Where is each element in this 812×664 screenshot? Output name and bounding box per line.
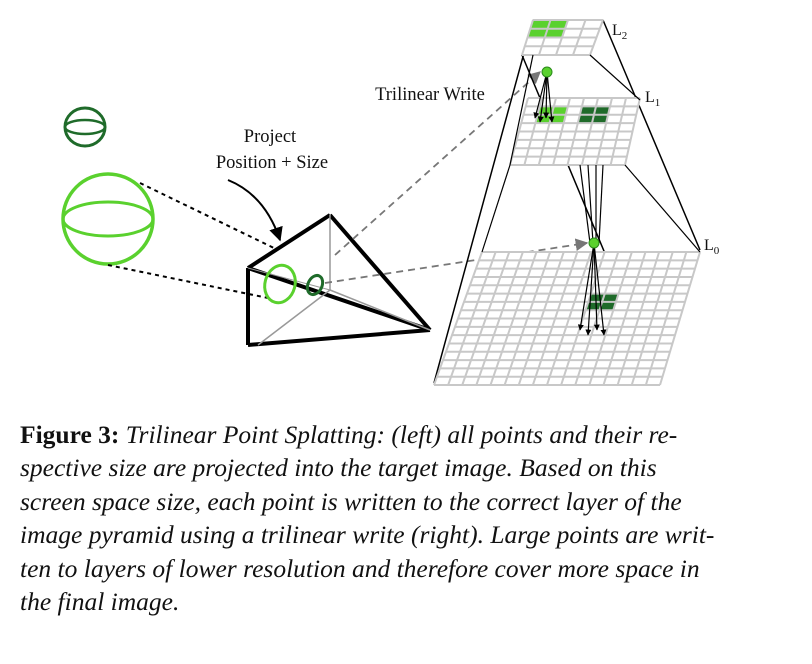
level2-label: L2 [612, 22, 627, 42]
small-sphere [63, 106, 107, 148]
pyramid-l1-cell [593, 106, 611, 115]
pyramid-level-0-grid [433, 251, 701, 386]
large-sphere [61, 172, 155, 266]
trilinear-write-arrows-lower [577, 237, 607, 336]
projected-small-point [305, 273, 325, 297]
figure-caption: Figure 3: Trilinear Point Splatting: (le… [20, 418, 792, 618]
position-size-label: Position + Size [216, 153, 328, 173]
pyramid-l1-cell [579, 106, 596, 115]
project-arrow [227, 179, 283, 242]
trilinear-splatting-diagram: Project Position + Size Trilinear Write … [61, 19, 720, 386]
trilinear-write-arrows-mid [579, 164, 604, 244]
pyramid-l0-cell [602, 293, 619, 302]
project-label: Project [244, 127, 297, 147]
pyramid-l1-cell [577, 114, 594, 124]
pyramid-level-1-grid [509, 97, 641, 166]
pyramid-l2-cell [527, 28, 548, 38]
caption-line-5: ten to layers of lower resolution and th… [20, 553, 700, 583]
camera-frustum [246, 213, 432, 347]
pyramid-l2-cell [547, 20, 568, 29]
caption-line-4: image pyramid using a trilinear write (r… [20, 520, 715, 550]
pyramid-level-connectors [481, 54, 701, 253]
projection-line-top [139, 182, 279, 251]
level1-label: L1 [645, 89, 660, 109]
pyramid-l1-cell [591, 114, 609, 124]
point-l0-marker [588, 237, 600, 249]
level0-label: L0 [704, 237, 720, 257]
trilinear-write-label: Trilinear Write [375, 85, 485, 105]
splat-arrow-to-l2 [334, 71, 541, 256]
caption-line-3: screen space size, each point is written… [20, 486, 682, 516]
caption-figure-number: Figure 3: [20, 420, 120, 449]
caption-line-6: the final image. [20, 587, 180, 617]
point-l2-marker [541, 66, 553, 78]
pyramid-l2-cell [544, 28, 565, 38]
pyramid-l2-cell [530, 20, 551, 29]
trilinear-write-arrows-upper [533, 66, 555, 123]
pyramid-l0-cell [599, 301, 616, 311]
projected-large-point [263, 263, 297, 305]
pyramid-level-2-grid [521, 19, 604, 56]
caption-line-1: Trilinear Point Splatting: (left) all po… [119, 420, 678, 449]
caption-line-2: spective size are projected into the tar… [20, 453, 657, 483]
projection-line-bottom [107, 264, 269, 299]
pyramid-l1-cell [551, 106, 568, 115]
splat-arrow-to-l0 [324, 238, 589, 284]
